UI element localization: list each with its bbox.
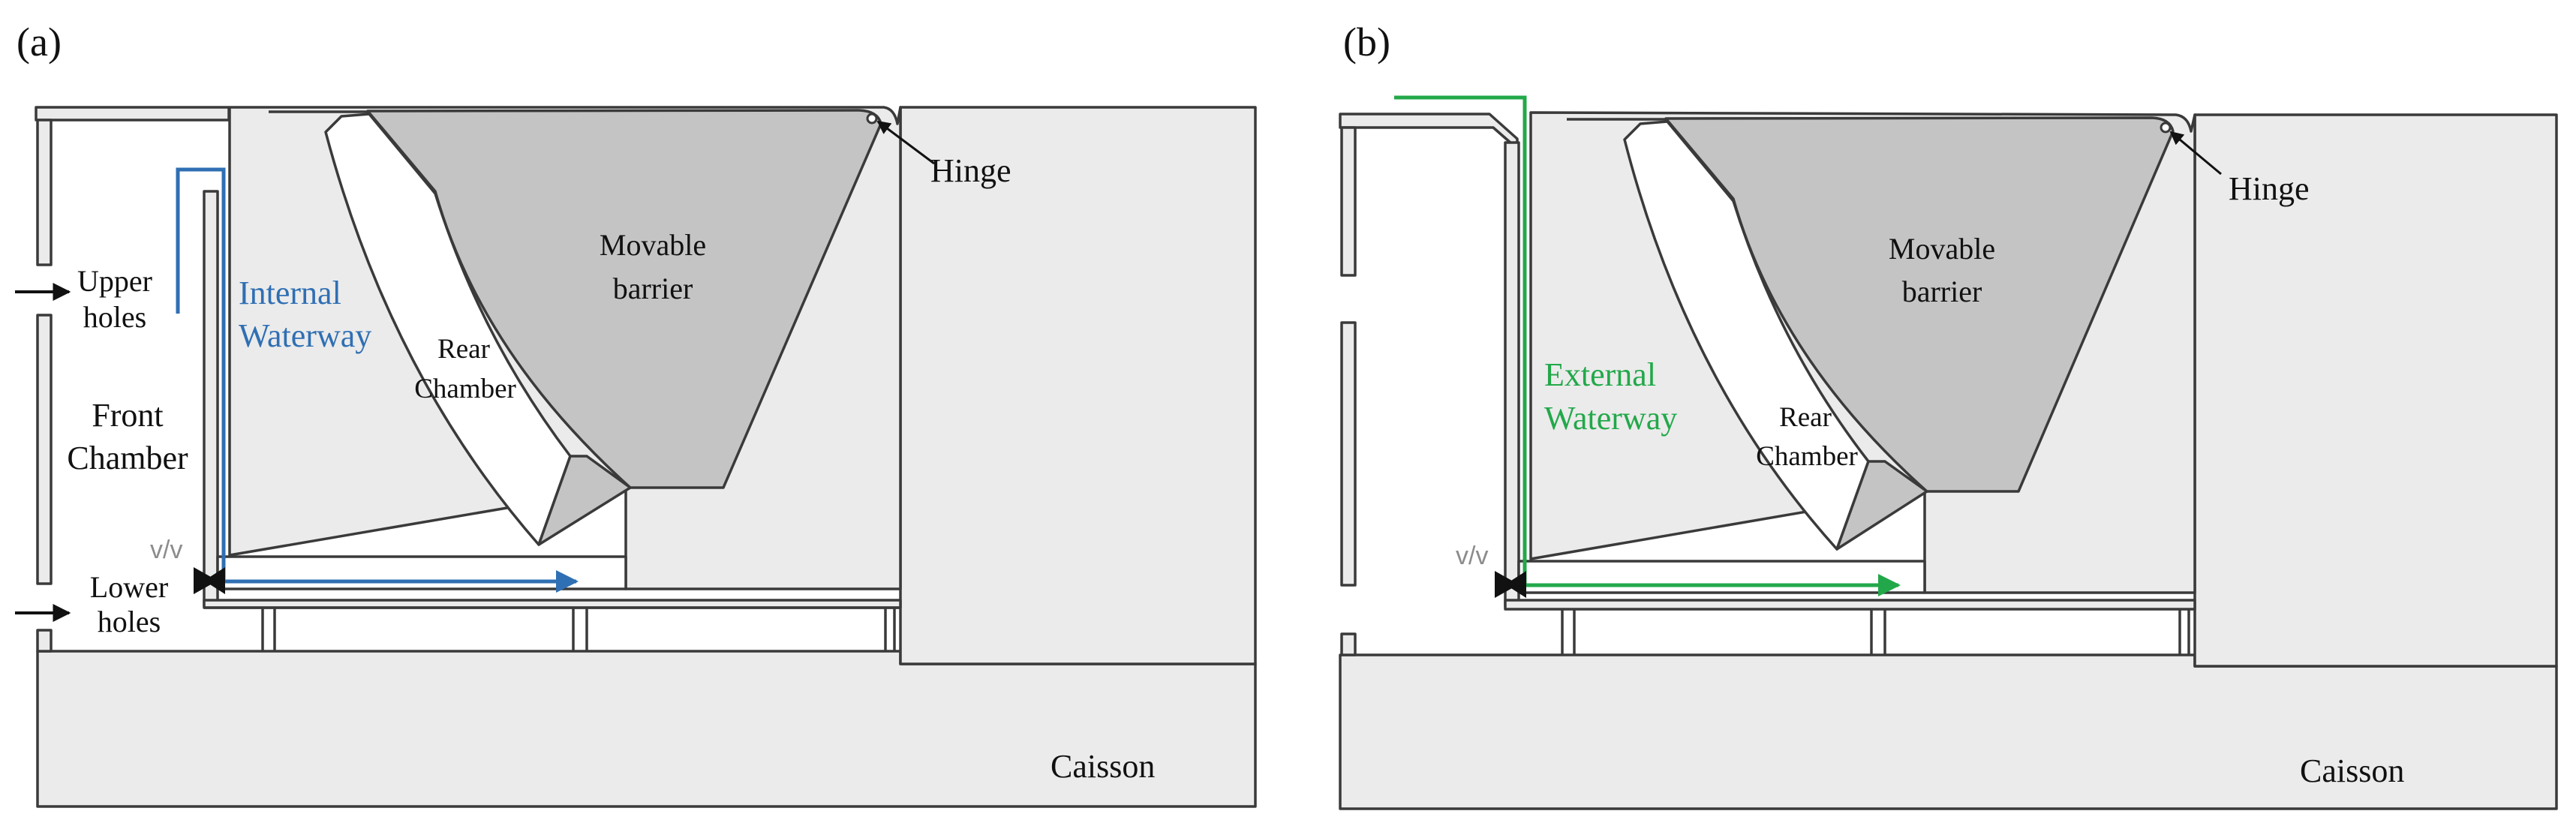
lower-holes-label-a-line1: Lower [90, 570, 168, 604]
partition-wall-b [1504, 141, 1520, 608]
upper-holes-label-a-line1: Upper [77, 264, 152, 298]
barrier-label-b-line1: Movable [1889, 232, 1995, 266]
front-chamber-label-line1: Front [92, 397, 163, 434]
valve-label-b: v/v [1456, 542, 1488, 570]
front-wall-middle-a [36, 314, 53, 585]
foundation-beams-a [204, 606, 900, 651]
internal-waterway-path [176, 167, 579, 593]
internal-waterway-label-line2: Waterway [239, 317, 371, 354]
lower-water-channel-b [1517, 560, 1926, 594]
partition-wall-a [203, 190, 219, 608]
barrier-lower-stem-b [1835, 460, 1928, 551]
barrier-label-a-line1: Movable [600, 228, 706, 262]
upper-holes-label-a-line2: holes [83, 300, 146, 334]
panel-a: (a) [15, 20, 1257, 808]
rear-chamber-a [324, 113, 572, 546]
hinge-pin-b [2160, 122, 2172, 134]
valve-label-a: v/v [150, 536, 182, 564]
front-top-slab-a [35, 106, 230, 122]
front-wall-lower-b [1340, 632, 1357, 656]
front-wall-lower-a [36, 629, 53, 653]
rear-chamber-label-b-line1: Rear [1779, 402, 1832, 433]
hinge-pin-a [866, 113, 878, 125]
caisson-right-wall-a [899, 106, 1257, 665]
front-chamber-label-line2: Chamber [67, 440, 188, 476]
panel-a-tag: (a) [17, 20, 62, 65]
internal-waterway-label-line1: Internal [239, 275, 341, 311]
foundation-beams-b [1561, 609, 2190, 655]
panel-b: (b) [1339, 20, 2558, 810]
external-waterway-path [1394, 95, 1901, 596]
barrier-lower-stem-a [537, 455, 632, 546]
front-top-slab-b [1339, 113, 1519, 150]
hinge-pointer-b [2169, 131, 2222, 176]
base-slab-b [1504, 599, 2196, 611]
front-wall-middle-b [1340, 321, 1357, 587]
lower-holes-label-a-line2: holes [98, 605, 161, 638]
panel-b-tag: (b) [1343, 20, 1390, 65]
rear-chamber-b [1623, 120, 1870, 551]
front-wall-upper-b [1340, 126, 1357, 277]
caisson-label-b: Caisson [2300, 752, 2404, 789]
external-waterway-label-line2: Waterway [1544, 400, 1677, 437]
hinge-pointer-a [876, 120, 935, 165]
rear-chamber-label-a-line1: Rear [437, 334, 490, 365]
hinge-label-b: Hinge [2229, 170, 2310, 207]
lower-water-channel-a [216, 555, 627, 590]
barrier-label-b-line2: barrier [1902, 275, 1982, 308]
rear-chamber-label-b-line2: Chamber [1756, 441, 1858, 472]
front-wall-upper-a [36, 119, 53, 266]
rear-chamber-label-a-line2: Chamber [414, 374, 516, 404]
caisson-label-a: Caisson [1051, 748, 1155, 785]
external-waterway-label-line1: External [1544, 356, 1656, 393]
barrier-label-a-line2: barrier [613, 272, 693, 305]
hinge-label-a: Hinge [930, 152, 1011, 189]
valve-symbol-b [1495, 571, 1526, 598]
valve-symbol-a [194, 567, 225, 594]
